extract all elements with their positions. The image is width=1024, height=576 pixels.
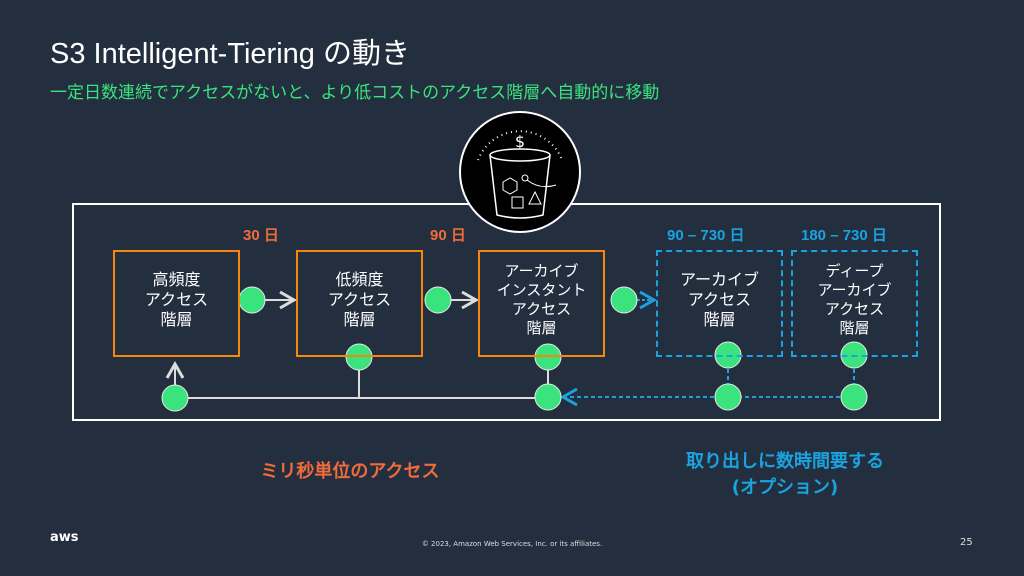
return-node xyxy=(714,383,742,411)
access-node xyxy=(345,343,373,371)
tier-deep-archive-access: ディープ アーカイブ アクセス 階層 xyxy=(791,250,918,357)
return-node xyxy=(534,383,562,411)
threshold-180-730-days: 180 – 730 日 xyxy=(801,227,887,244)
hours-retrieval-note: 取り出しに数時間要する (オプション) xyxy=(686,451,884,498)
page-number: 25 xyxy=(960,537,973,548)
transition-node xyxy=(424,286,452,314)
millisecond-access-note: ミリ秒単位のアクセス xyxy=(260,461,440,482)
access-node xyxy=(534,343,562,371)
tier-infrequent-access: 低頻度 アクセス 階層 xyxy=(296,250,423,357)
threshold-90-days: 90 日 xyxy=(430,227,466,244)
svg-text:$: $ xyxy=(515,132,525,151)
tier-archive-access: アーカイブ アクセス 階層 xyxy=(656,250,783,357)
return-node xyxy=(161,384,189,412)
aws-logo: aws xyxy=(50,530,79,545)
tier-frequent-access: 高頻度 アクセス 階層 xyxy=(113,250,240,357)
s3-bucket-icon: $ xyxy=(459,111,581,233)
transition-node xyxy=(238,286,266,314)
threshold-30-days: 30 日 xyxy=(243,227,279,244)
tier-archive-instant-access: アーカイブ インスタント アクセス 階層 xyxy=(478,250,605,357)
transition-node xyxy=(610,286,638,314)
slide-subtitle: 一定日数連続でアクセスがないと、より低コストのアクセス階層へ自動的に移動 xyxy=(50,83,660,103)
threshold-90-730-days: 90 – 730 日 xyxy=(667,227,745,244)
slide-title: S3 Intelligent-Tiering の動き xyxy=(50,38,410,70)
copyright: © 2023, Amazon Web Services, Inc. or its… xyxy=(421,540,603,548)
return-node xyxy=(840,383,868,411)
